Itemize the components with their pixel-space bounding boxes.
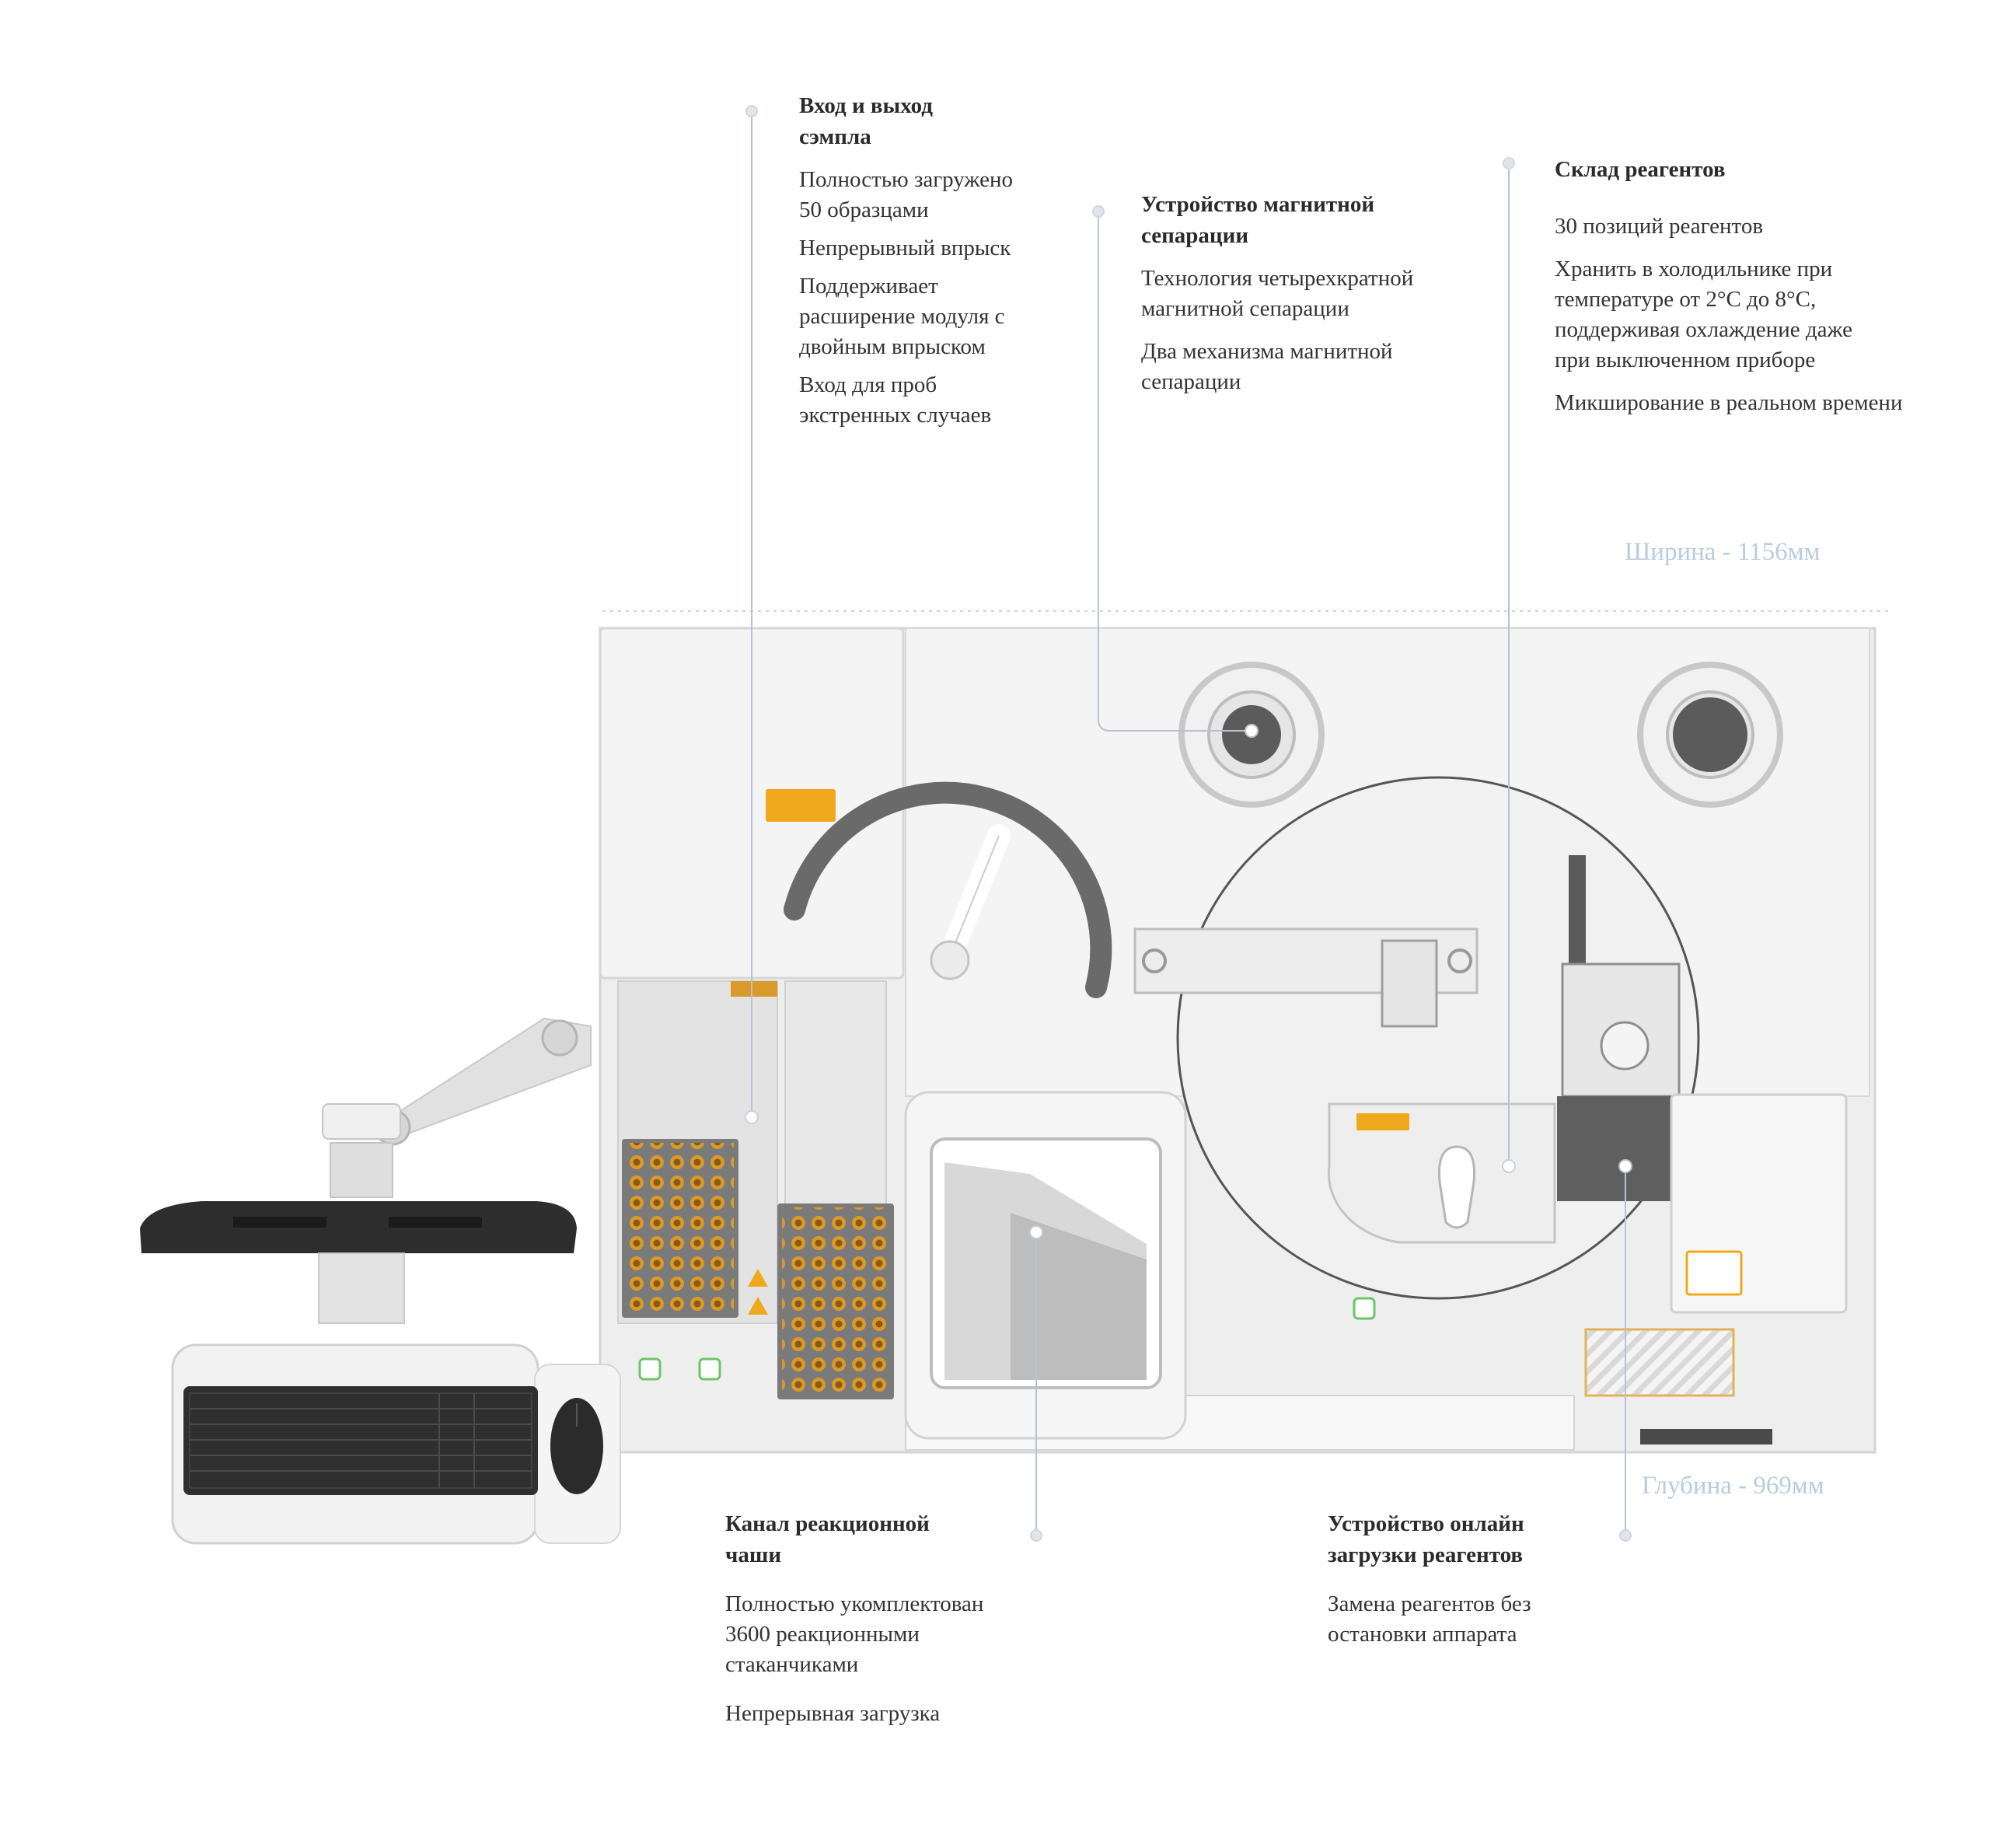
status-button-add[interactable] <box>638 1357 662 1381</box>
marker-online-loading <box>1620 1161 1631 1172</box>
magnetic-separation-unit <box>1178 662 1783 808</box>
callout-reagent-store-item: Хранить в холодильнике при температуре о… <box>1555 257 1852 372</box>
callout-cup-channel-title: Канал реакционной чаши <box>725 1511 930 1567</box>
callout-sample-item: Поддерживает расширение модуля с двойным… <box>799 274 1005 359</box>
pipetting-arm <box>784 781 1112 998</box>
callout-online-loading: Устройство онлайн загрузки реагентов Зам… <box>1328 1508 1639 1650</box>
status-button[interactable] <box>1353 1297 1376 1320</box>
callout-sample-item: Вход для проб экстренных случаев <box>799 372 992 428</box>
marker-cup-channel <box>1031 1227 1042 1238</box>
callout-cup-channel-item: Непрерывная загрузка <box>725 1701 941 1726</box>
warning-label <box>1356 1113 1409 1130</box>
reaction-cup-channel <box>904 1091 1187 1440</box>
leader-lines <box>751 111 1626 1535</box>
online-reagent-loader <box>1327 1093 1848 1397</box>
sample-loading-area <box>617 789 1376 1399</box>
callout-dot-magnetic <box>1092 205 1105 218</box>
width-dimension-label: Ширина - 1156мм <box>1625 538 1821 566</box>
monitor <box>140 1201 577 1324</box>
callout-reagent-store-title: Склад реагентов <box>1555 157 1726 182</box>
callout-reagent-store: Склад реагентов 30 позиций реагентов Хра… <box>1555 154 1974 418</box>
warning-sticker <box>748 1297 768 1315</box>
callout-online-loading-item: Замена реагентов без остановки аппарата <box>1328 1591 1531 1647</box>
callout-sample-title: Вход и выход сэмпла <box>799 93 933 149</box>
callout-dot-cup-channel <box>1030 1529 1042 1542</box>
status-button-target[interactable] <box>698 1357 721 1381</box>
marker-magnetic <box>1246 725 1257 736</box>
mouse[interactable] <box>550 1398 603 1494</box>
marker-reagent-store <box>1503 1161 1514 1172</box>
analyzer-foot <box>1640 1429 1772 1445</box>
callout-online-loading-title: Устройство онлайн загрузки реагентов <box>1328 1511 1524 1567</box>
depth-dimension-label: Глубина - 969мм <box>1642 1472 1824 1500</box>
sample-connector <box>731 981 777 997</box>
callout-magnetic-item: Технология четырехкратной магнитной сепа… <box>1141 266 1414 321</box>
callout-cup-channel: Канал реакционной чаши Полностью укомпле… <box>725 1508 1036 1729</box>
callout-magnetic: Устройство магнитной сепарации Технологи… <box>1141 189 1491 397</box>
callout-reagent-store-item: Микширование в реальном времени <box>1555 390 1903 415</box>
callout-sample-item: Полностью загружено 50 образцами <box>799 167 1013 222</box>
callout-reagent-store-item: 30 позиций реагентов <box>1555 214 1764 239</box>
reagent-loading-slot <box>1437 1145 1476 1229</box>
warning-sticker <box>748 1269 768 1287</box>
callout-dot-online-loading <box>1619 1529 1632 1542</box>
callout-dot-sample <box>745 105 758 117</box>
callout-magnetic-item: Два механизма магнитной сепарации <box>1141 339 1393 394</box>
callout-cup-channel-item: Полностью укомплектован 3600 реакционным… <box>725 1591 984 1677</box>
monitor-arm <box>322 1017 592 1198</box>
reagent-loader-block <box>1557 1096 1685 1201</box>
callout-dot-reagent-store <box>1503 157 1515 169</box>
warning-label <box>766 789 836 822</box>
callout-magnetic-title: Устройство магнитной сепарации <box>1141 192 1375 248</box>
reagent-probe-head <box>1381 939 1438 1028</box>
marker-sample <box>746 1112 757 1123</box>
callout-sample: Вход и выход сэмпла Полностью загружено … <box>799 90 1094 431</box>
keyboard-tray <box>171 1343 621 1545</box>
hazard-label <box>1584 1328 1735 1397</box>
callout-sample-item: Непрерывный впрыск <box>799 236 1011 260</box>
